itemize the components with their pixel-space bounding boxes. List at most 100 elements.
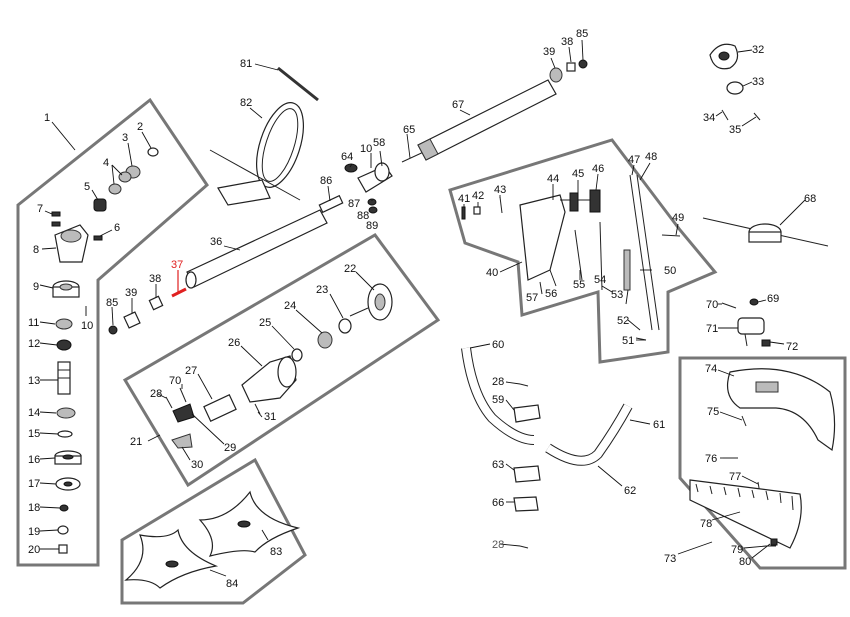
bolt-part	[179, 387, 187, 403]
frame-guard-group	[678, 356, 847, 570]
handle-clamp-part	[513, 496, 539, 512]
part-label: 30	[191, 459, 203, 471]
part-label: 78	[700, 518, 712, 530]
part-label: 43	[494, 184, 506, 196]
blades-assembly	[124, 490, 301, 589]
part-label: 6	[114, 222, 120, 234]
handle-clamp-part	[513, 404, 541, 423]
blade-guard-part	[689, 479, 802, 549]
leader-line	[39, 506, 61, 509]
part-label: 10	[81, 320, 93, 332]
leader-line	[147, 434, 161, 442]
part-label-highlighted: 37	[171, 259, 183, 271]
leader-line	[499, 261, 523, 273]
leader-line	[355, 271, 375, 291]
gear-case-opening	[60, 229, 82, 243]
leader-line	[505, 399, 515, 411]
part-label: 27	[185, 365, 197, 377]
leader-line	[39, 529, 59, 532]
washer-part	[473, 206, 481, 215]
bolt-part	[93, 235, 103, 241]
leader-line	[625, 289, 629, 305]
bolt-head	[749, 298, 759, 306]
bolt-part	[51, 221, 61, 227]
leader-line	[631, 164, 635, 176]
blade-center-hole	[237, 520, 251, 528]
part-label: 71	[706, 323, 718, 335]
harness-loop-part	[261, 108, 299, 182]
bolt-part	[721, 302, 737, 309]
leader-line	[717, 369, 735, 377]
leader-line	[39, 342, 58, 346]
leader-line	[743, 545, 767, 549]
bolt-part	[661, 234, 681, 237]
spacer-part	[148, 295, 164, 311]
part-label: 62	[624, 485, 636, 497]
leader-line	[349, 163, 353, 168]
bolt-part	[165, 396, 173, 409]
bearing-part	[317, 331, 333, 349]
joint-part	[318, 194, 344, 214]
washer-part	[108, 325, 118, 335]
leader-line	[757, 299, 767, 303]
part-label: 39	[543, 46, 555, 58]
leader-line	[329, 293, 344, 319]
nut-part	[761, 339, 771, 347]
part-label: 34	[703, 112, 715, 124]
part-label: 63	[492, 459, 504, 471]
leader-line	[197, 373, 213, 400]
frame-handle-controls-group	[448, 138, 718, 364]
part-label: 61	[653, 419, 665, 431]
throttle-housing-part	[519, 194, 566, 281]
nut-part	[57, 525, 69, 535]
frame-gear-head-group	[16, 97, 209, 567]
part-label: 41	[458, 193, 470, 205]
leader-line	[91, 189, 99, 201]
part-label: 42	[472, 190, 484, 202]
knob-part	[344, 163, 358, 173]
leader-line	[711, 511, 741, 521]
switch-part	[569, 192, 579, 212]
switch-part	[589, 189, 601, 213]
upper-tube-grip	[417, 138, 439, 161]
bolt-part	[741, 415, 747, 427]
leader-line	[549, 269, 557, 287]
part-label: 22	[344, 263, 356, 275]
harness-bar-part	[209, 149, 301, 201]
leader-line	[51, 121, 76, 151]
part-label: 75	[707, 406, 719, 418]
washer-part	[291, 348, 303, 362]
washer-part	[59, 504, 69, 512]
handle-tube-part	[545, 404, 632, 465]
part-label: 65	[403, 124, 415, 136]
part-label: 39	[125, 287, 137, 299]
part-label: 45	[572, 168, 584, 180]
clutch-assembly	[147, 271, 393, 461]
leader-line	[505, 463, 515, 471]
part-label: 12	[28, 338, 40, 350]
ring-part	[726, 81, 744, 95]
part-label: 88	[357, 210, 369, 222]
clutch-housing-face	[277, 356, 297, 388]
part-label: 70	[169, 375, 181, 387]
handlebar-assembly	[461, 343, 651, 549]
part-label: 3	[122, 132, 128, 144]
bracket-part	[171, 433, 193, 449]
part-label: 11	[28, 317, 39, 329]
bolt-part	[519, 545, 529, 549]
part-label: 29	[224, 442, 236, 454]
part-label: 8	[33, 244, 39, 256]
part-label: 60	[492, 339, 504, 351]
nut-part	[368, 206, 378, 214]
leader-line	[39, 284, 54, 289]
part-label: 74	[705, 363, 717, 375]
leader-line	[295, 309, 323, 334]
loose-parts-right	[702, 43, 829, 347]
bearing-part	[108, 183, 122, 195]
part-label: 13	[28, 375, 40, 387]
part-label: 5	[84, 181, 90, 193]
spacer-part	[566, 62, 576, 72]
leader-line	[597, 465, 623, 487]
gear-part	[56, 339, 72, 351]
leader-line	[469, 343, 491, 349]
